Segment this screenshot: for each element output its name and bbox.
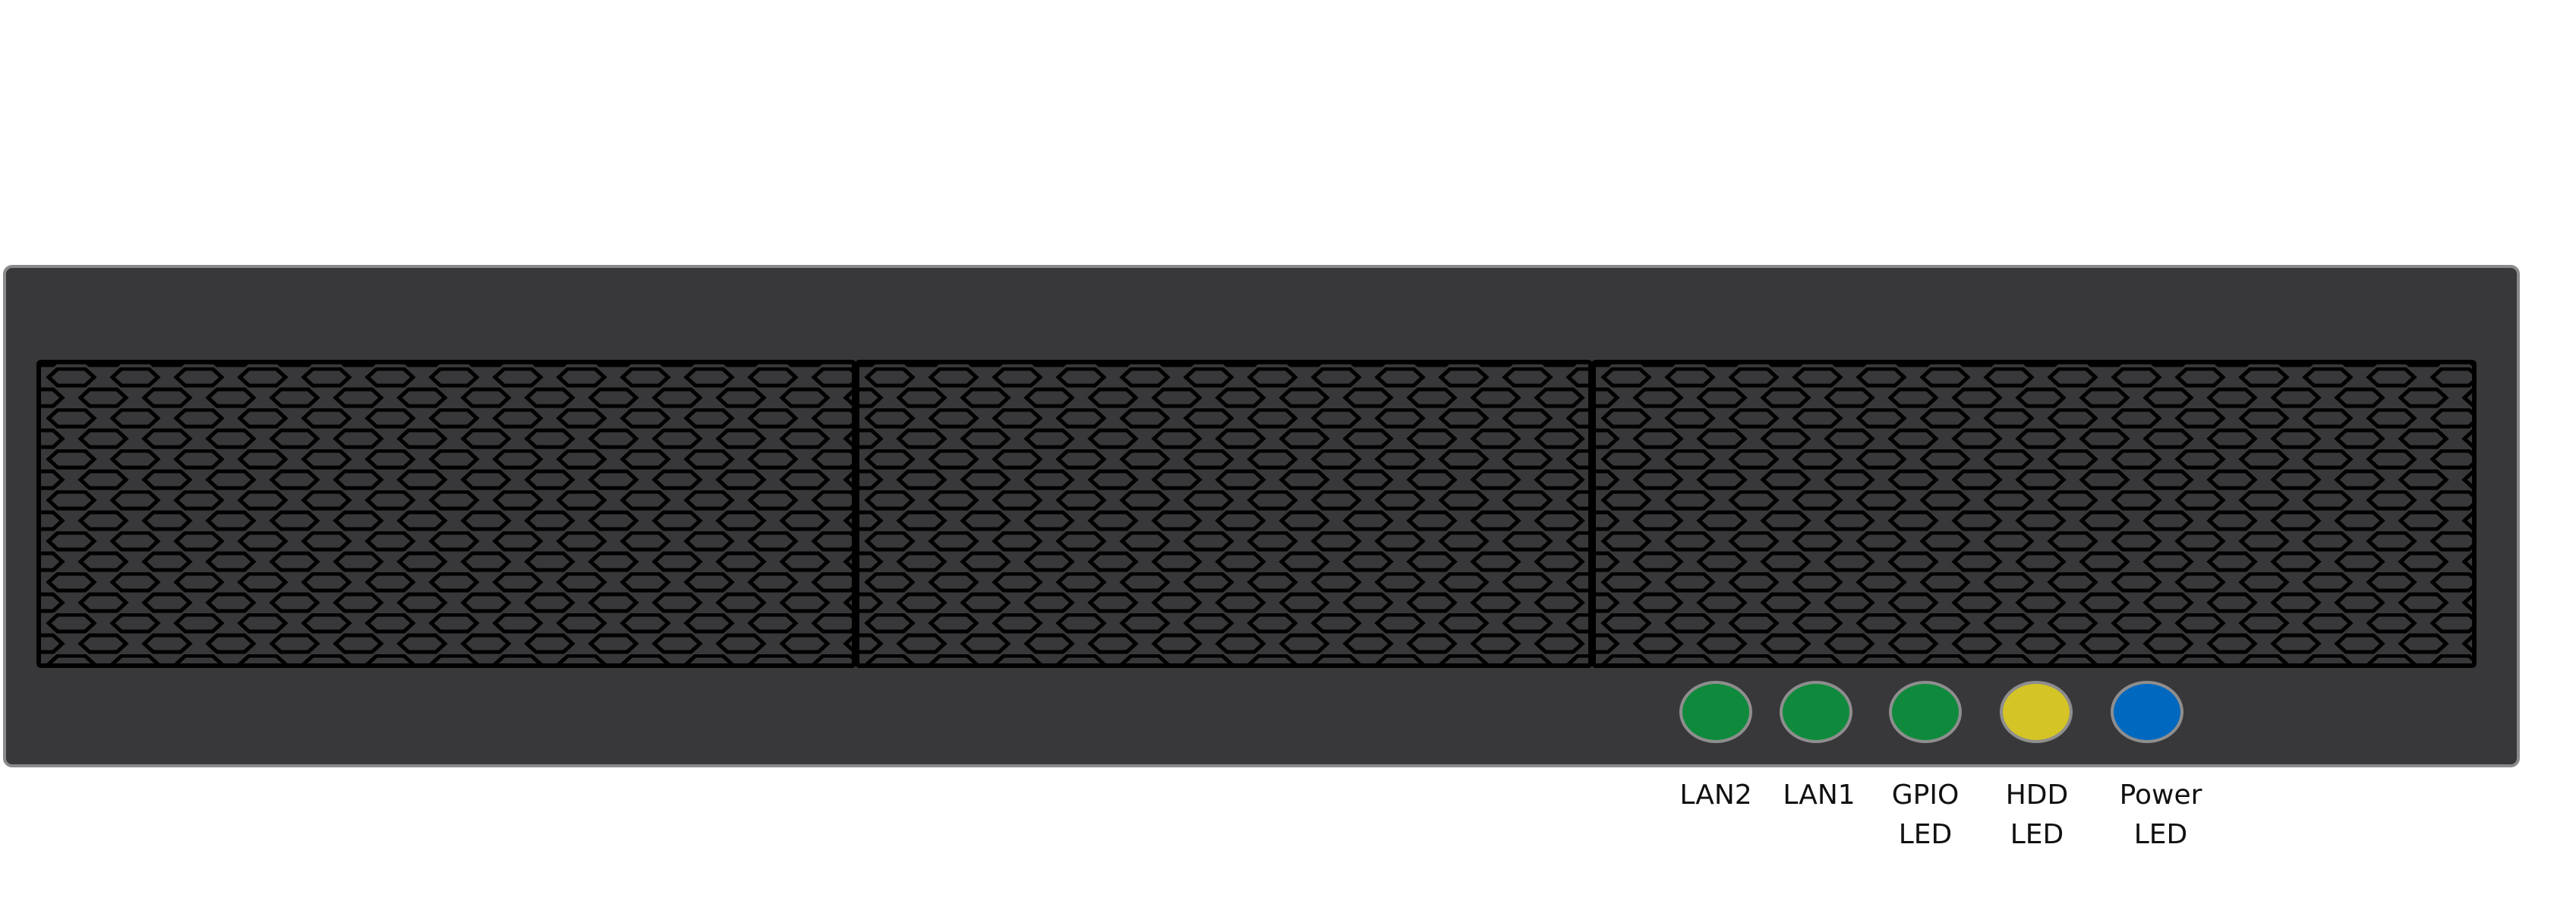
gpio-led-label: GPIO LED (1861, 776, 1990, 855)
gpio-led-indicator (1889, 681, 1962, 743)
lan2-led-indicator (1679, 681, 1752, 743)
hdd-led-indicator (2000, 681, 2073, 743)
drive-bay-3 (1591, 360, 2477, 668)
power-led-label: Power LED (2096, 776, 2225, 855)
power-label-line1: Power (2119, 780, 2202, 811)
lan2-label: LAN2 (1651, 776, 1780, 815)
hdd-led-label: HDD LED (1972, 776, 2101, 855)
power-led-indicator (2111, 681, 2183, 743)
drive-bay-2 (855, 360, 1593, 668)
drive-bay-1 (36, 360, 856, 668)
gpio-label-line1: GPIO (1891, 780, 1960, 811)
gpio-label-line2: LED (1898, 819, 1953, 850)
honeycomb-grille-icon (41, 364, 852, 663)
lan1-led-indicator (1780, 681, 1852, 743)
lan1-label: LAN1 (1755, 776, 1884, 815)
honeycomb-grille-icon (859, 364, 1588, 663)
hdd-label-line2: LED (2010, 819, 2064, 850)
hdd-label-line1: HDD (2005, 780, 2069, 811)
power-label-line2: LED (2133, 819, 2188, 850)
lan1-label-line1: LAN1 (1783, 780, 1856, 811)
honeycomb-grille-icon (1596, 364, 2472, 663)
lan2-label-line1: LAN2 (1679, 780, 1752, 811)
